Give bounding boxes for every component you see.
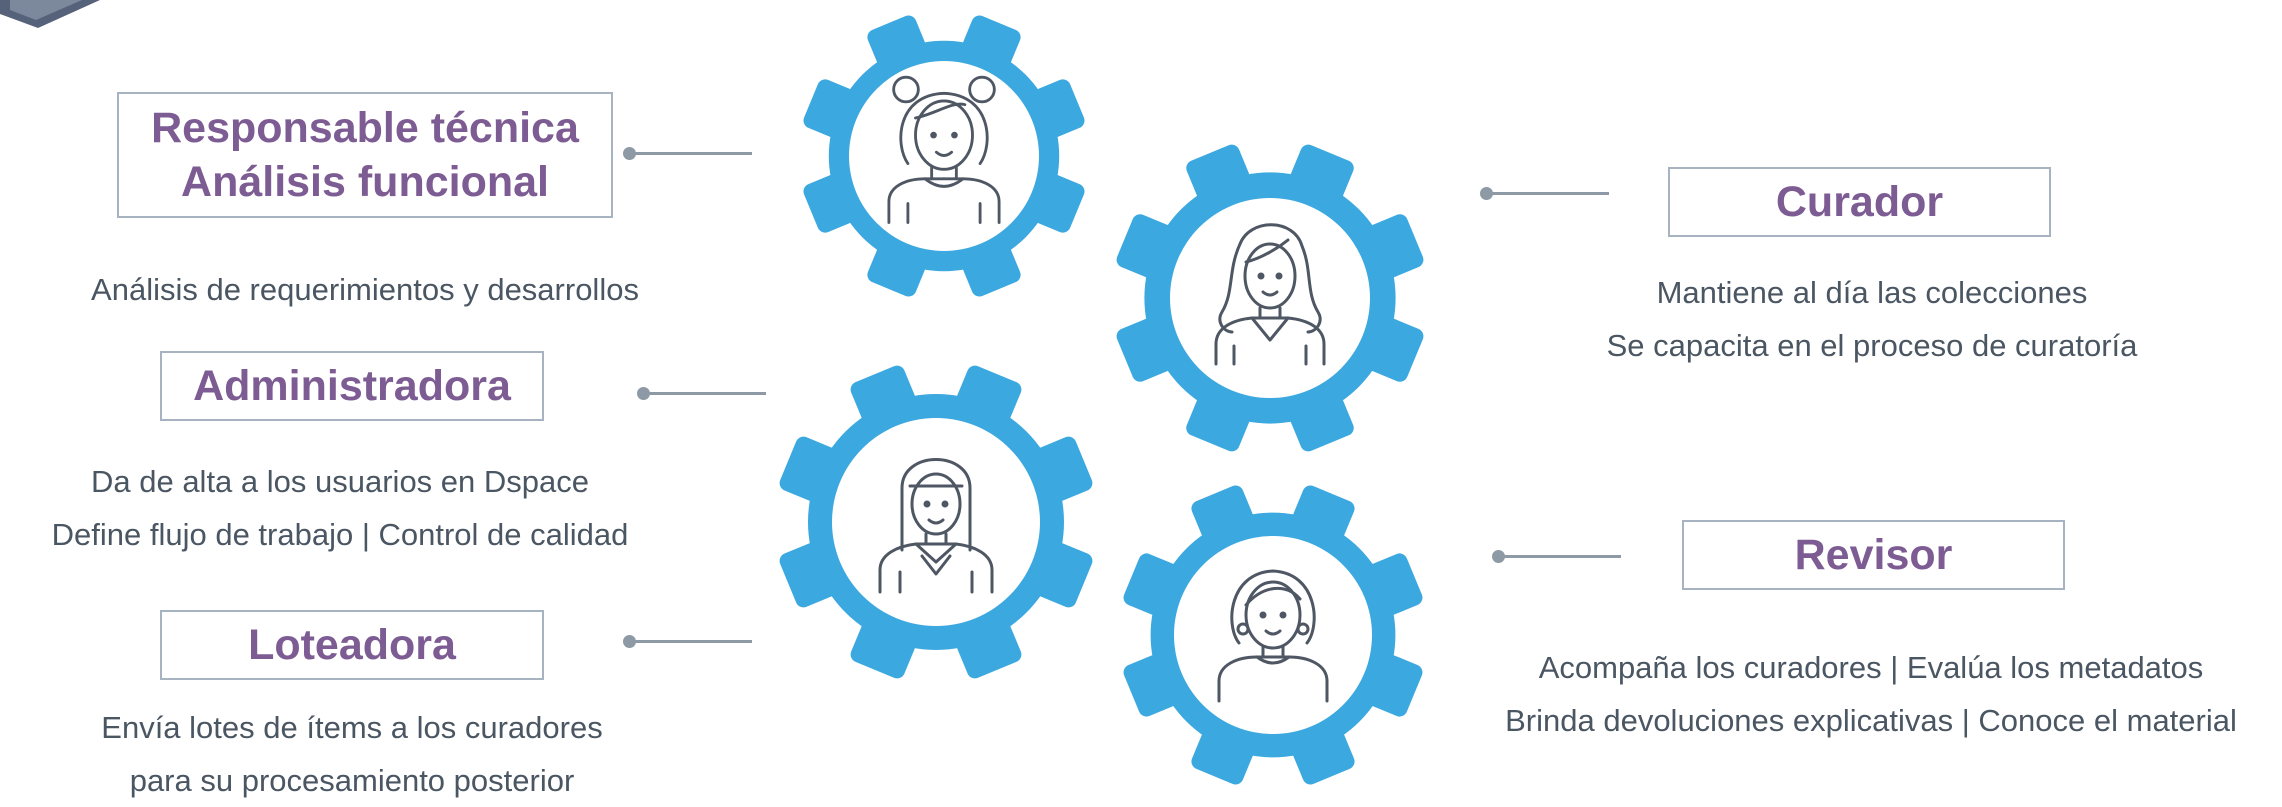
role-title-curador: Curador xyxy=(1775,178,1944,226)
logo-icon xyxy=(0,0,100,28)
connector-loteadora xyxy=(623,635,752,648)
connector-responsable xyxy=(623,147,752,160)
desc-administradora: Da de alta a los usuarios en Dspace Defi… xyxy=(0,455,680,561)
person-avatar-icon xyxy=(1214,223,1326,366)
desc-responsable: Análisis de requerimientos y desarrollos xyxy=(0,263,730,316)
person-avatar-icon xyxy=(1217,569,1329,703)
desc-curador: Mantiene al día las colecciones Se capac… xyxy=(1532,266,2212,372)
desc-administradora-line-2: Define flujo de trabajo | Control de cal… xyxy=(51,517,629,552)
role-box-revisor: Revisor xyxy=(1682,520,2065,590)
role-box-loteadora: Loteadora xyxy=(160,610,544,680)
person-avatar-icon xyxy=(878,458,994,594)
connector-administradora xyxy=(637,387,766,400)
role-title-administradora: Administradora xyxy=(193,362,511,410)
role-box-curador: Curador xyxy=(1668,167,2051,237)
desc-curador-line-1: Mantiene al día las colecciones xyxy=(1656,275,2088,310)
connector-curador xyxy=(1480,187,1609,200)
connector-revisor xyxy=(1492,550,1621,563)
desc-responsable-line-1: Análisis de requerimientos y desarrollos xyxy=(91,272,639,307)
role-subtitle-responsable: Análisis funcional xyxy=(181,158,549,206)
role-title-loteadora: Loteadora xyxy=(248,621,456,669)
desc-loteadora-line-1: Envía lotes de ítems a los curadores xyxy=(101,710,603,745)
desc-loteadora: Envía lotes de ítems a los curadores par… xyxy=(0,701,704,807)
gear-revisor xyxy=(1123,485,1423,785)
desc-revisor-line-2: Brinda devoluciones explicativas | Conoc… xyxy=(1505,703,2237,738)
role-box-administradora: Administradora xyxy=(160,351,544,421)
gear-curador xyxy=(1116,144,1424,452)
gear-administradora xyxy=(779,365,1093,679)
desc-administradora-line-1: Da de alta a los usuarios en Dspace xyxy=(90,464,589,499)
role-title-revisor: Revisor xyxy=(1794,531,1953,579)
desc-loteadora-line-2: para su procesamiento posterior xyxy=(129,763,575,798)
desc-curador-line-2: Se capacita en el proceso de curatoría xyxy=(1606,328,2138,363)
person-avatar-icon xyxy=(887,75,1001,224)
role-title-responsable: Responsable técnica xyxy=(151,104,579,152)
desc-revisor-line-1: Acompaña los curadores | Evalúa los meta… xyxy=(1538,650,2204,685)
desc-revisor: Acompaña los curadores | Evalúa los meta… xyxy=(1460,641,2282,747)
role-box-responsable: Responsable técnica Análisis funcional xyxy=(117,92,613,218)
gear-responsable xyxy=(803,15,1085,297)
